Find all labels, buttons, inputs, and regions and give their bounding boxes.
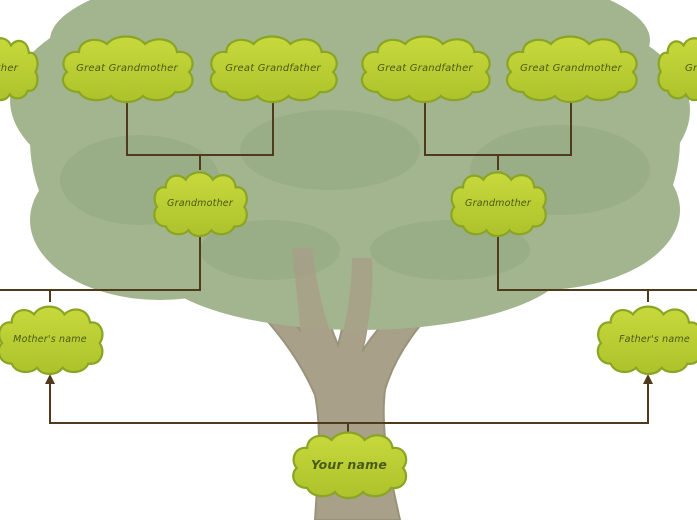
node-label: Mother's name — [13, 333, 87, 345]
node-label: Great Grandmother — [76, 62, 178, 74]
great-grandfather-node-1[interactable]: Great Grandfather — [205, 32, 341, 104]
great-grandfather-node-2[interactable]: Great Grandfather — [356, 32, 494, 104]
grandmother-node-right[interactable]: Grandmother — [447, 168, 549, 238]
great-grandparent-node-partial-right[interactable]: Gr — [655, 34, 697, 102]
node-label: Great Grandfather — [225, 62, 321, 74]
node-label: Great Grandfather — [377, 62, 473, 74]
grandmother-node-left[interactable]: Grandmother — [150, 168, 250, 238]
arrowheads — [45, 374, 653, 384]
great-grandparent-node-partial-left[interactable]: ther — [0, 34, 40, 102]
mother-node[interactable]: Mother's name — [0, 302, 106, 376]
node-label: Father's name — [619, 333, 690, 345]
node-label: ther — [0, 62, 18, 74]
father-node[interactable]: Father's name — [593, 302, 697, 376]
self-node[interactable]: Your name — [288, 428, 410, 500]
node-label: Grandmother — [167, 197, 233, 209]
great-grandmother-node-1[interactable]: Great Grandmother — [57, 32, 197, 104]
great-grandmother-node-2[interactable]: Great Grandmother — [501, 32, 641, 104]
node-label: Great Grandmother — [520, 62, 622, 74]
connector-lines — [0, 102, 697, 432]
node-label: Your name — [310, 456, 388, 472]
node-label: Gr — [685, 62, 697, 74]
node-label: Grandmother — [465, 197, 531, 209]
tree-trunk-front — [292, 248, 373, 352]
